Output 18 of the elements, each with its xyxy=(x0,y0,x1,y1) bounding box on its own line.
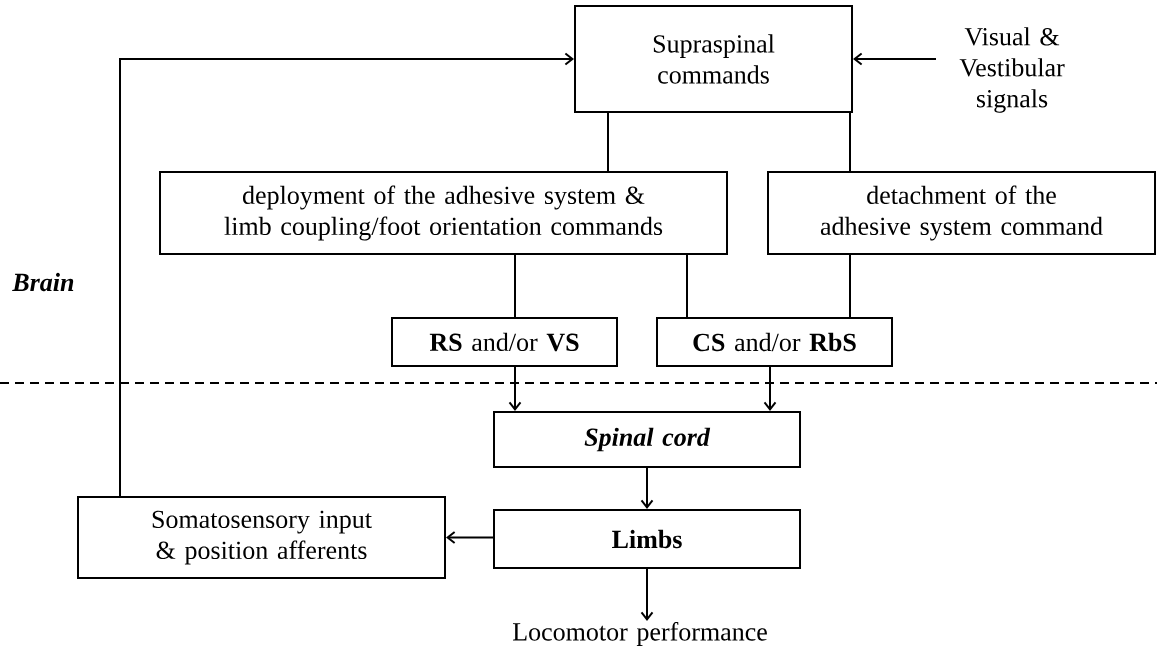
arrow xyxy=(853,52,937,66)
arrow xyxy=(446,531,494,544)
process-box: Limbs xyxy=(493,509,801,569)
process-box: RS and/or VS xyxy=(391,317,618,367)
process-box: CS and/or RbS xyxy=(656,317,893,367)
arrow xyxy=(119,52,574,497)
arrow xyxy=(640,568,654,622)
output-text: Locomotor performance xyxy=(513,622,767,646)
process-box: Supraspinal commands xyxy=(574,5,853,113)
side-label: Brain xyxy=(12,272,74,292)
arrow xyxy=(640,467,654,509)
input-text: Visual & Vestibular signals xyxy=(959,27,1065,113)
process-box: deployment of the adhesive system & limb coupling/foot orientation commands xyxy=(159,171,728,255)
process-box: Somatosensory input & position afferents xyxy=(77,496,446,579)
process-box: detachment of the adhesive system command xyxy=(767,171,1156,255)
arrow xyxy=(763,366,777,411)
arrow xyxy=(508,366,522,411)
process-box: Spinal cord xyxy=(493,411,801,468)
